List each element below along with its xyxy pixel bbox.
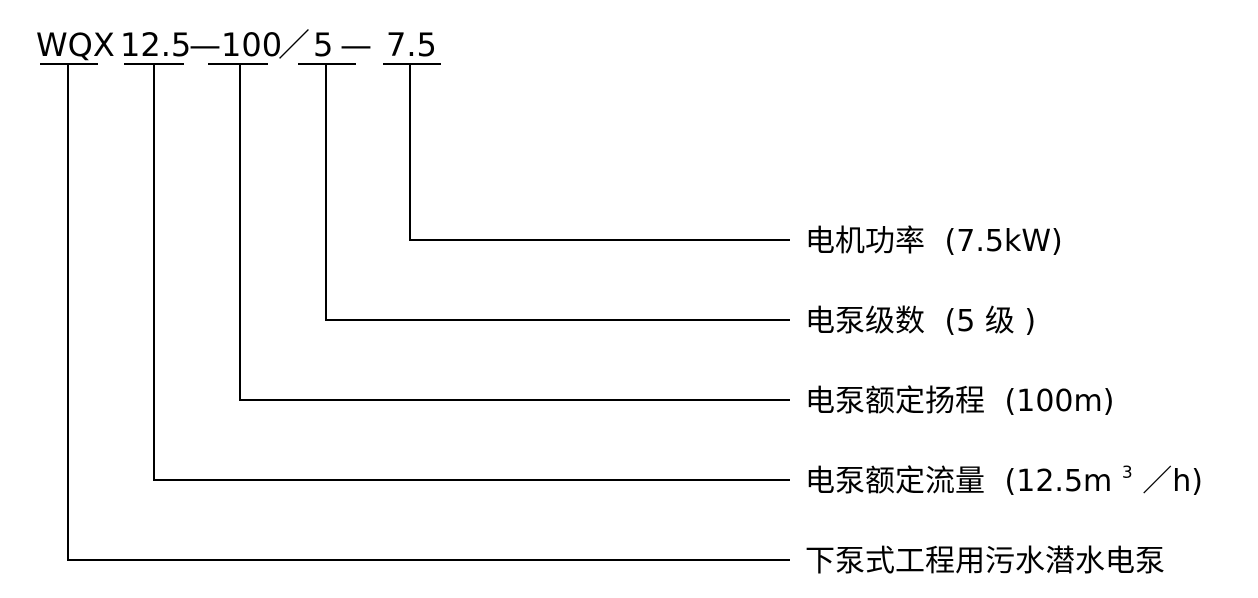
label-pump-stages-value: (5 级 ) [945, 304, 1037, 339]
code-segment-head: 100 [221, 26, 282, 64]
leader-line-type [67, 64, 790, 561]
label-rated-flow: 电泵额定流量 (12.5m 3 ／h) [805, 451, 1203, 499]
code-separator-3: — [340, 26, 372, 64]
label-pump-stages: 电泵级数 (5 级 ) [805, 304, 1036, 339]
label-motor-power-value: (7.5kW) [945, 224, 1063, 259]
label-pump-stages-name: 电泵级数 [805, 304, 925, 339]
code-segment-flow: 12.5 [120, 26, 191, 64]
label-pump-type-name: 下泵式工程用污水潜水电泵 [805, 544, 1165, 579]
label-motor-power: 电机功率 (7.5kW) [805, 224, 1063, 259]
code-separator-2: ／ [278, 26, 310, 64]
leader-lines [67, 64, 790, 561]
label-rated-head-value: (100m) [1005, 384, 1115, 419]
leader-line-power [409, 64, 790, 241]
label-rated-head-name: 电泵额定扬程 [805, 384, 985, 419]
leader-line-flow [153, 64, 790, 481]
label-rated-head: 电泵额定扬程 (100m) [805, 384, 1114, 419]
label-rated-flow-value: (12.5m [1005, 464, 1113, 499]
labels: 电机功率 (7.5kW) 电泵级数 (5 级 ) 电泵额定扬程 (100m) 电… [805, 224, 1203, 579]
label-rated-flow-superscript: 3 [1122, 463, 1133, 483]
code-separator-1: — [189, 26, 221, 64]
leader-line-stages [325, 64, 790, 321]
label-motor-power-name: 电机功率 [805, 224, 925, 259]
model-code: WQX 12.5 — 100 ／ 5 — 7.5 [36, 26, 437, 64]
code-segment-stages: 5 [313, 26, 333, 64]
leader-line-head [239, 64, 790, 401]
label-rated-flow-name: 电泵额定流量 [805, 464, 985, 499]
code-segment-wqx: WQX [36, 26, 115, 64]
label-rated-flow-unit-suffix: ／h) [1142, 464, 1203, 499]
code-segment-power: 7.5 [386, 26, 437, 64]
label-pump-type: 下泵式工程用污水潜水电泵 [805, 544, 1165, 579]
